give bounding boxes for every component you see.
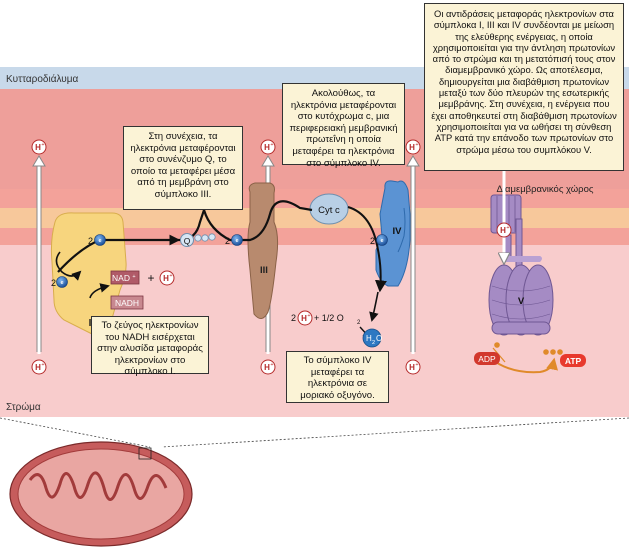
svg-text:H: H <box>264 363 270 372</box>
caption-q-transfer: Στη συνέχεια, τα ηλεκτρόνια μεταφέρονται… <box>123 126 243 210</box>
svg-text:+: + <box>307 313 310 319</box>
svg-text:H: H <box>500 226 506 235</box>
nad-plus <box>110 270 140 285</box>
svg-text:+: + <box>270 362 273 368</box>
adp <box>474 352 500 365</box>
complex-v-atp-synthase <box>488 194 554 336</box>
svg-text:+: + <box>132 274 135 280</box>
svg-text:H: H <box>301 314 307 323</box>
caption-oxygen: Το σύμπλοκο IV μεταφέρει τα ηλεκτρόνια σ… <box>286 351 389 403</box>
svg-text:2: 2 <box>370 236 375 246</box>
svg-text:e: e <box>60 280 63 286</box>
svg-text:e: e <box>380 238 383 244</box>
intermembrane-label: Διαμεμβρανικός χώρος <box>497 184 594 195</box>
svg-text:+: + <box>169 273 172 279</box>
coenzyme-q <box>180 233 216 247</box>
svg-text:ADP: ADP <box>478 354 496 364</box>
svg-text:+: + <box>147 271 154 285</box>
nadh <box>110 295 144 310</box>
svg-text:+: + <box>41 362 44 368</box>
svg-text:+: + <box>41 142 44 148</box>
svg-text:+: + <box>415 362 418 368</box>
svg-text:2: 2 <box>51 278 56 288</box>
svg-text:H: H <box>163 274 169 283</box>
svg-text:2: 2 <box>291 313 296 323</box>
svg-text:NAD: NAD <box>112 273 130 283</box>
water-molecule <box>362 328 382 348</box>
q-label: Q <box>184 236 191 246</box>
electrons: 2 2 2 2 <box>51 234 388 288</box>
svg-text:H: H <box>366 334 372 343</box>
complex-iii-label: III <box>260 265 268 276</box>
caption-summary: Οι αντιδράσεις μεταφοράς ηλεκτρονίων στα… <box>424 3 624 171</box>
svg-text:e: e <box>235 238 238 244</box>
svg-text:+: + <box>506 225 509 231</box>
svg-text:e: e <box>98 238 101 244</box>
svg-text:2: 2 <box>357 320 361 326</box>
svg-text:+: + <box>270 142 273 148</box>
svg-text:NADH: NADH <box>115 298 139 308</box>
svg-text:2: 2 <box>88 236 93 246</box>
caption-cytc-transfer: Ακολούθως, τα ηλεκτρόνια μεταφέρονται στ… <box>282 83 405 169</box>
cytc-label: Cyt c <box>318 205 340 216</box>
half-o2: + 1/2 O <box>314 313 344 323</box>
atp <box>560 354 586 367</box>
svg-text:2: 2 <box>225 236 230 246</box>
stroma-label: Στρώμα <box>6 401 41 413</box>
svg-text:ATP: ATP <box>565 356 582 366</box>
complex-iv <box>375 180 411 287</box>
svg-text:O: O <box>376 334 382 343</box>
complex-iv-label: IV <box>393 226 403 237</box>
svg-text:H: H <box>409 143 415 152</box>
svg-text:H: H <box>264 143 270 152</box>
cytosol-label: Κυτταροδιάλυμα <box>6 73 78 85</box>
caption-intro: Το ζεύγος ηλεκτρονίων του NADH εισέρχετα… <box>91 316 209 377</box>
mitochondrion-inset <box>0 417 629 547</box>
svg-text:+: + <box>415 142 418 148</box>
svg-text:H: H <box>409 363 415 372</box>
svg-text:H: H <box>35 363 41 372</box>
adp-pathway <box>478 342 563 374</box>
complex-i-label: I <box>89 318 92 329</box>
svg-text:H: H <box>35 143 41 152</box>
complex-v-label: V <box>518 296 525 307</box>
svg-text:2: 2 <box>372 340 375 346</box>
